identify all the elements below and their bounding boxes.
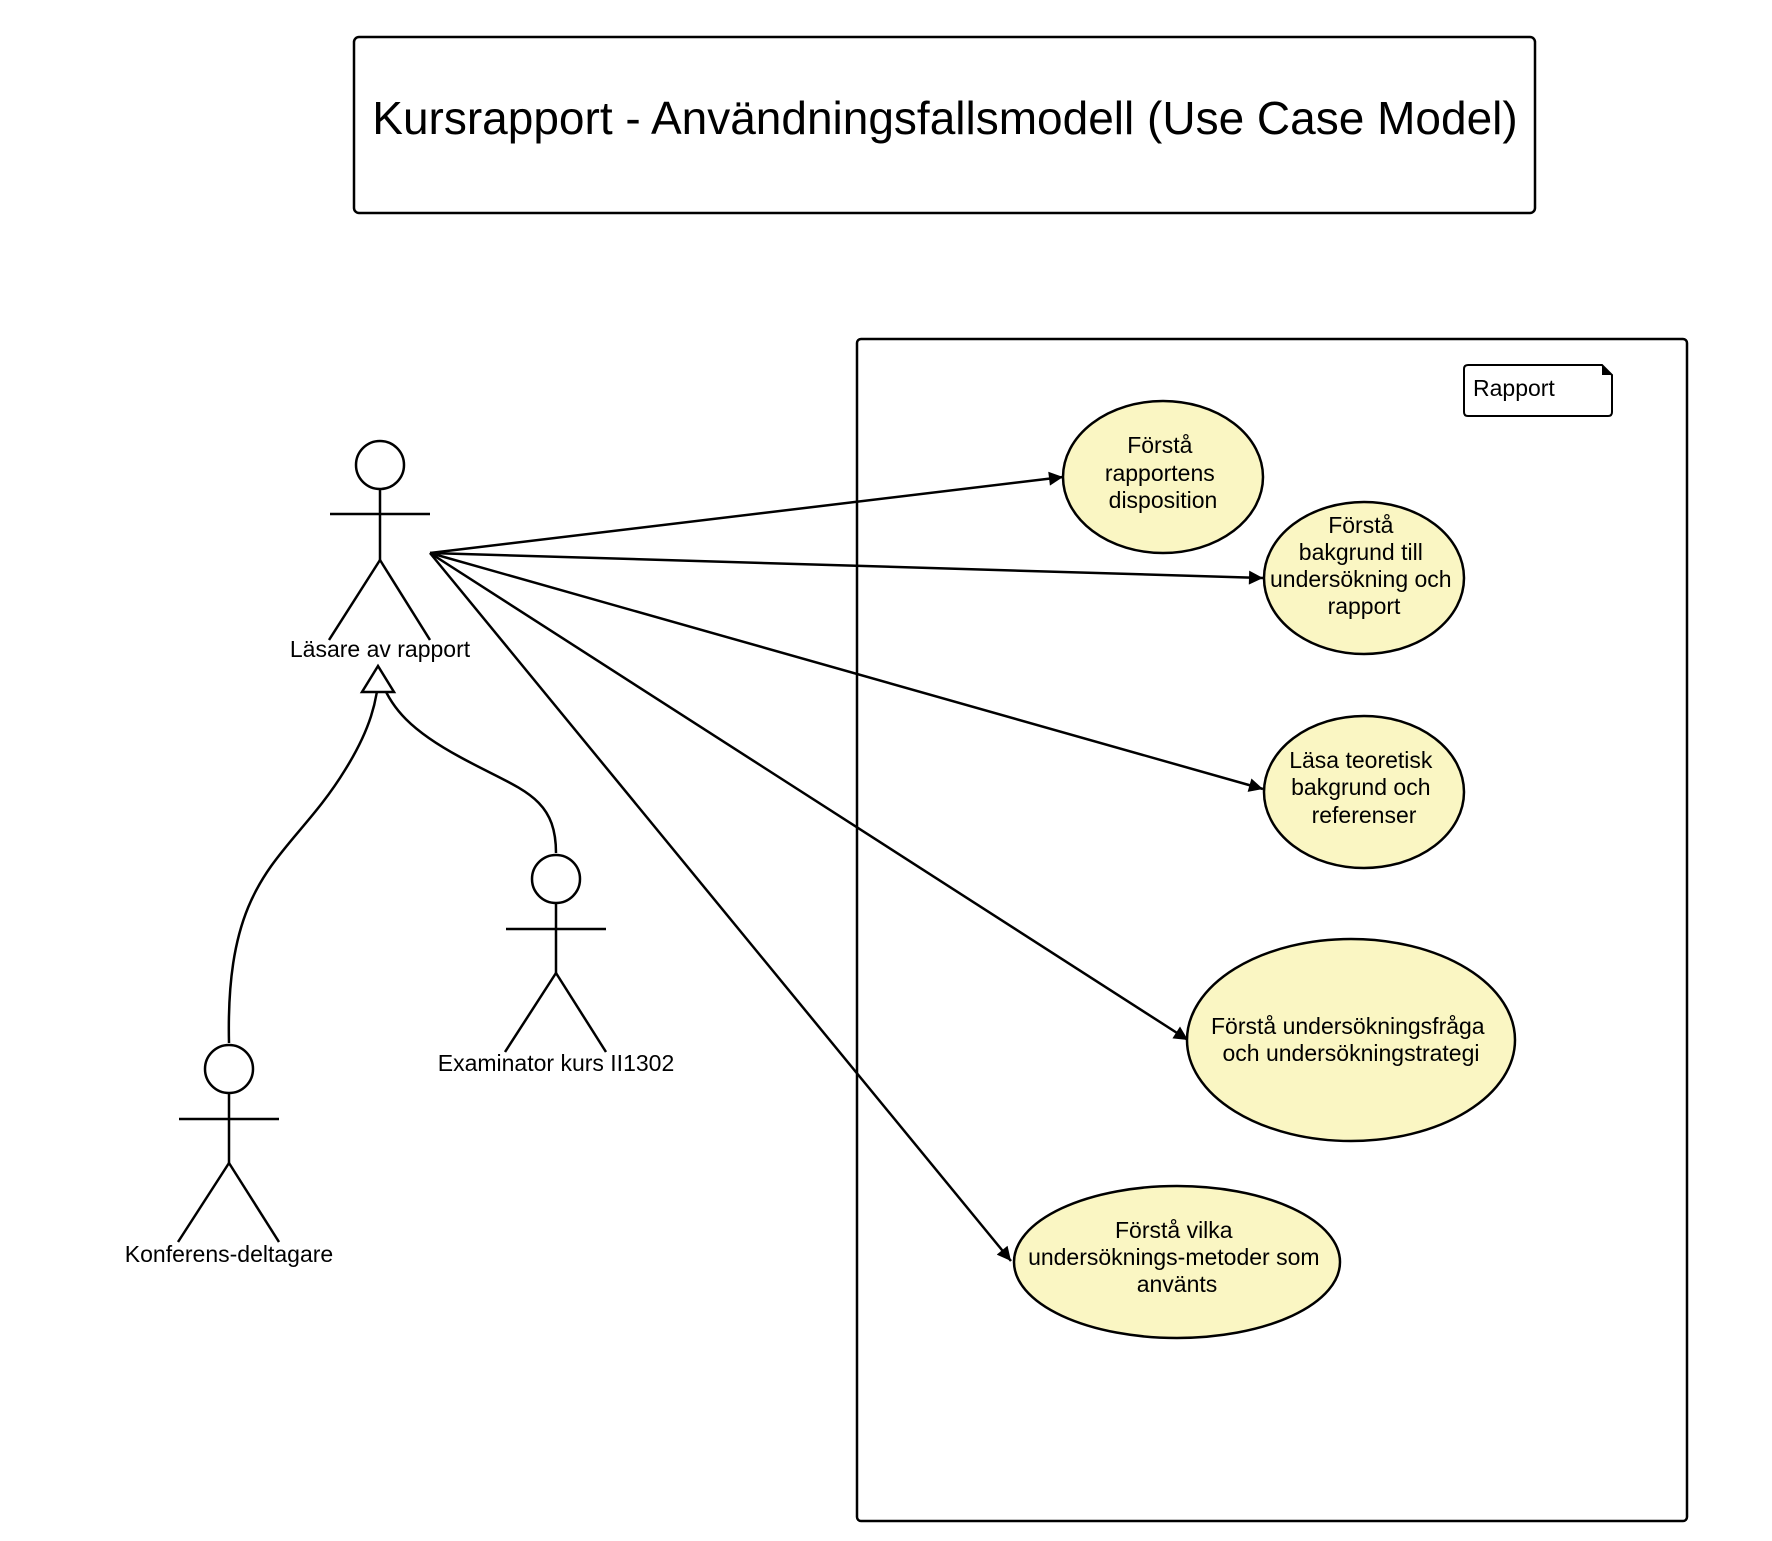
- use-case-line: rapportens: [1105, 460, 1215, 486]
- use-case-line: Förstå undersökningsfråga: [1211, 1013, 1485, 1039]
- system-label-box: Rapport: [1463, 364, 1613, 417]
- use-case-label: Förstå bakgrund till undersökning och ra…: [1270, 512, 1458, 619]
- use-case-line: undersökning och: [1270, 566, 1452, 592]
- diagram-title: Kursrapport - Användningsfallsmodell (Us…: [372, 92, 1517, 144]
- title-box: Kursrapport - Användningsfallsmodell (Us…: [352, 35, 1537, 215]
- actor-label-reader: Läsare av rapport: [290, 636, 471, 662]
- actor-head: [354, 439, 406, 491]
- actor-head: [203, 1043, 255, 1095]
- use-case-line: disposition: [1109, 487, 1218, 513]
- generalization-conference: [227, 669, 381, 1044]
- use-case-line: Förstå vilka: [1115, 1217, 1233, 1243]
- generalization-examiner: [380, 682, 558, 854]
- use-case-line: Förstå: [1328, 512, 1393, 538]
- use-case-label: Förstå undersökningsfråga och undersökni…: [1211, 1013, 1491, 1066]
- actor-right-leg: [378, 559, 432, 641]
- use-case-label: Förstå rapportens disposition: [1105, 432, 1221, 513]
- association-uc4: [429, 551, 1189, 1042]
- system-label-frame: [1463, 364, 1613, 417]
- association-uc1: [429, 471, 1064, 555]
- association-uc5: [429, 552, 1012, 1262]
- system-label-fold: [1602, 365, 1612, 375]
- use-case-line: bakgrund och: [1291, 774, 1430, 800]
- actor-examiner[interactable]: [503, 853, 608, 1053]
- actor-conference[interactable]: [176, 1043, 281, 1243]
- association-uc3: [429, 551, 1264, 792]
- associations: [429, 471, 1264, 1262]
- use-case-ellipse: [1185, 937, 1517, 1143]
- generalization-arrowhead: [359, 663, 397, 694]
- actor-left-leg: [176, 1162, 231, 1243]
- use-case-uc5[interactable]: Förstå vilka undersöknings-metoder som a…: [1012, 1184, 1342, 1340]
- use-case-ellipse: [1012, 1184, 1342, 1340]
- use-case-line: rapport: [1328, 593, 1401, 619]
- use-case-label: Läsa teoretisk bakgrund och referenser: [1289, 747, 1439, 828]
- actor-head: [530, 853, 582, 905]
- use-case-line: använts: [1137, 1271, 1218, 1297]
- use-case-uc4[interactable]: Förstå undersökningsfråga och undersökni…: [1185, 937, 1517, 1143]
- use-case-line: och undersökningstrategi: [1223, 1040, 1480, 1066]
- use-case-line: undersöknings-metoder som: [1028, 1244, 1319, 1270]
- use-case-line: Läsa teoretisk: [1289, 747, 1433, 773]
- use-case-line: bakgrund till: [1299, 539, 1423, 565]
- actor-left-leg: [503, 972, 558, 1053]
- title-frame: [352, 35, 1537, 215]
- system-boundary: Rapport: [855, 337, 1689, 1523]
- use-case-line: referenser: [1312, 802, 1417, 828]
- system-label: Rapport: [1473, 375, 1555, 401]
- actor-reader[interactable]: [327, 439, 432, 641]
- use-case-ellipse: [1262, 714, 1466, 870]
- actor-label-conference: Konferens-deltagare: [125, 1241, 333, 1267]
- use-case-uc2[interactable]: Förstå bakgrund till undersökning och ra…: [1262, 500, 1466, 656]
- actor-label-examiner: Examinator kurs II1302: [438, 1050, 675, 1076]
- system-frame: [855, 337, 1689, 1523]
- association-uc2: [429, 551, 1264, 585]
- actor-left-leg: [327, 559, 382, 641]
- use-case-label: Förstå vilka undersöknings-metoder som a…: [1028, 1217, 1326, 1297]
- use-case-line: Förstå: [1127, 432, 1192, 458]
- use-case-ellipse: [1061, 399, 1265, 555]
- use-case-uc3[interactable]: Läsa teoretisk bakgrund och referenser: [1262, 714, 1466, 870]
- use-case-ellipse: [1262, 500, 1466, 656]
- generalizations: [227, 663, 558, 1044]
- actor-right-leg: [554, 972, 608, 1053]
- actor-right-leg: [227, 1162, 281, 1243]
- use-case-uc1[interactable]: Förstå rapportens disposition: [1061, 399, 1265, 555]
